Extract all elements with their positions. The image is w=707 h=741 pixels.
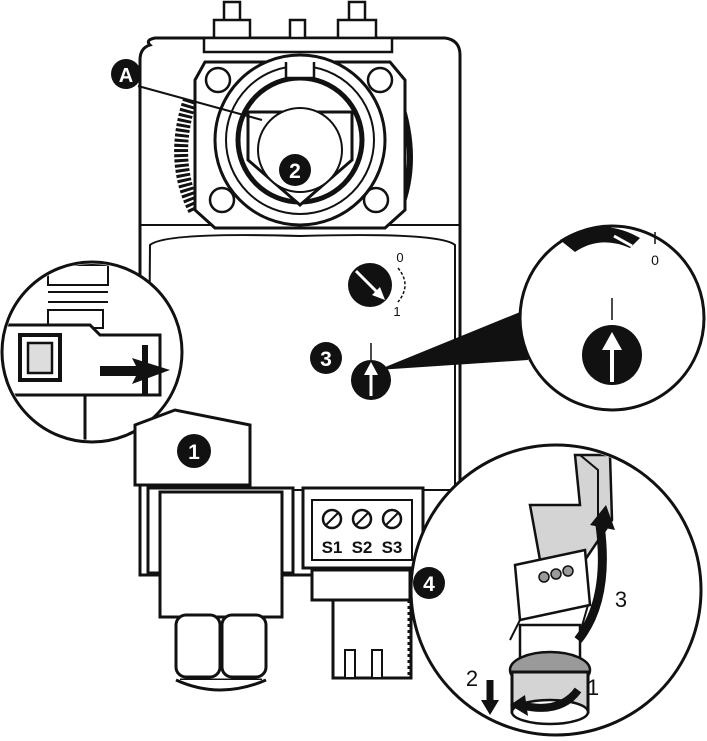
callout-3: 3	[310, 342, 342, 374]
terminal-s2: S2	[352, 538, 373, 557]
rotation-direction-switch: 0 1	[348, 250, 406, 319]
step-1-arrow	[519, 687, 582, 712]
terminal-block: S1 S2 S3	[301, 486, 425, 680]
callout-1-label: 1	[188, 441, 200, 464]
step-1-label: 1	[587, 675, 599, 700]
callout-4-label: 4	[423, 573, 435, 596]
terminal-s1: S1	[322, 538, 343, 557]
step-3-label: 3	[615, 587, 627, 612]
cover-piece: 1	[133, 408, 252, 487]
zoom-indicator-circle: 0	[518, 224, 706, 412]
step-2-label: 2	[466, 666, 478, 691]
zoom-manual-override-circle	[0, 260, 184, 444]
cable-gland-left	[146, 486, 295, 692]
terminal-s3: S3	[382, 538, 403, 557]
shaft-clamp	[174, 53, 413, 230]
callout-2: 2	[279, 154, 311, 186]
zoom-label-0: 0	[651, 252, 659, 268]
step-3-arrow	[574, 524, 607, 643]
push-arrow	[100, 358, 170, 384]
switch-label-1: 1	[393, 304, 400, 319]
callout-a: A	[111, 59, 263, 121]
zoom-wedge	[378, 310, 528, 370]
callout-2-label: 2	[289, 160, 301, 183]
position-indicator	[351, 343, 391, 400]
zoom-connector-circle: 3 2 1 4	[409, 443, 703, 737]
top-bolts	[202, 0, 394, 54]
callout-3-label: 3	[320, 348, 332, 371]
switch-label-0: 0	[396, 250, 403, 265]
callout-a-label: A	[119, 65, 133, 87]
